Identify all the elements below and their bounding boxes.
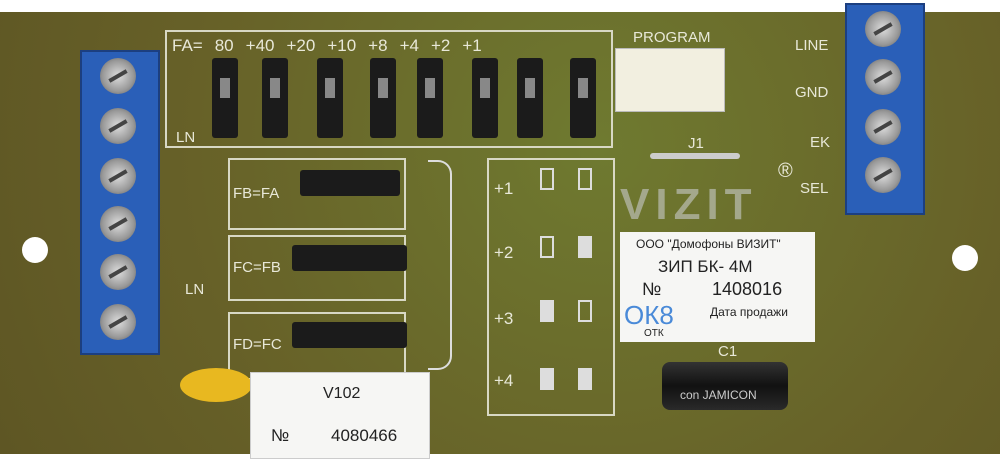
label-ln: LN — [185, 281, 205, 298]
solder-pad-closed — [578, 236, 592, 258]
row-label: +1 — [494, 179, 514, 198]
mounting-hole — [22, 237, 48, 263]
jumper[interactable] — [292, 245, 407, 271]
screw — [865, 109, 901, 145]
jumper[interactable] — [317, 58, 343, 138]
registered-mark: ® — [778, 160, 793, 182]
fa-1: +1 — [462, 36, 482, 55]
fa-jumper-box — [165, 30, 613, 148]
sticker-no-sign: № — [271, 426, 290, 445]
screw — [865, 157, 901, 193]
solder-pad — [540, 236, 554, 258]
product-name: ЗИП БК- 4М — [658, 257, 753, 276]
label-line: LINE — [795, 37, 829, 54]
jumper[interactable] — [517, 58, 543, 138]
fd-label: FD=FC — [233, 336, 282, 353]
fb-label: FB=FA — [233, 185, 280, 202]
brace — [428, 160, 452, 370]
row-label: +2 — [494, 243, 514, 262]
j1-label: J1 — [688, 135, 704, 152]
fb-box — [228, 158, 406, 230]
jumper[interactable] — [262, 58, 288, 138]
program-label: PROGRAM — [633, 29, 711, 46]
right-terminal-block — [845, 3, 925, 215]
jumper[interactable] — [570, 58, 596, 138]
company-name: ООО "Домофоны ВИЗИТ" — [636, 237, 781, 251]
label-ln: LN — [176, 129, 196, 146]
solder-pad — [540, 168, 554, 190]
jumper[interactable] — [370, 58, 396, 138]
no-sign: № — [642, 279, 662, 299]
row-label: +3 — [494, 309, 514, 328]
solder-pad — [578, 300, 592, 322]
solder-pad-closed — [540, 368, 554, 390]
fc-label: FC=FB — [233, 259, 281, 276]
fa-80: 80 — [214, 36, 234, 55]
label-sel: SEL — [800, 180, 829, 197]
fa-20: +20 — [286, 36, 316, 55]
serial-sticker: V102 № 4080466 — [250, 372, 430, 459]
fa-10: +10 — [327, 36, 357, 55]
jumper[interactable] — [300, 170, 400, 196]
screw — [100, 304, 136, 340]
screw — [865, 59, 901, 95]
solder-pad-closed — [540, 300, 554, 322]
product-label: ООО "Домофоны ВИЗИТ" ЗИП БК- 4М № 140801… — [620, 232, 815, 342]
screw — [100, 108, 136, 144]
vizit-logo: VIZIT — [620, 180, 758, 229]
sale-date: Дата продажи — [710, 305, 788, 319]
serial-number: 1408016 — [712, 279, 783, 299]
otk-text: ОТК — [644, 328, 664, 339]
sticker-serial: 4080466 — [331, 426, 398, 445]
label-ek: EK — [810, 134, 831, 151]
fa-2: +2 — [430, 36, 451, 55]
capacitor: con JAMICON — [662, 362, 788, 410]
screw — [100, 158, 136, 194]
c1-label: C1 — [718, 343, 738, 360]
screw — [100, 206, 136, 242]
solder-pad-closed — [578, 368, 592, 390]
fa-8: +8 — [368, 36, 388, 55]
fa-labels: FA= 80 +40 +20 +10 +8 +4 +2 +1 — [172, 36, 482, 56]
fa-label: FA= — [172, 36, 203, 55]
address-grid — [487, 158, 615, 416]
screw — [100, 254, 136, 290]
sticker-model: V102 — [323, 385, 361, 402]
jumper[interactable] — [212, 58, 238, 138]
row-label: +4 — [494, 371, 514, 390]
fa-40: +40 — [245, 36, 275, 55]
capacitor-text: con JAMICON — [680, 388, 757, 402]
j1-wire — [650, 153, 740, 159]
program-connector — [615, 48, 725, 112]
fa-4: +4 — [399, 36, 419, 55]
jumper[interactable] — [472, 58, 498, 138]
jumper[interactable] — [417, 58, 443, 138]
yellow-capacitor — [180, 368, 252, 402]
label-gnd: GND — [795, 84, 829, 101]
screw — [100, 58, 136, 94]
solder-pad — [578, 168, 592, 190]
jumper[interactable] — [292, 322, 407, 348]
screw — [865, 11, 901, 47]
mounting-hole — [952, 245, 978, 271]
otk-stamp: ОК8 — [624, 300, 674, 330]
left-terminal-block — [80, 50, 160, 355]
